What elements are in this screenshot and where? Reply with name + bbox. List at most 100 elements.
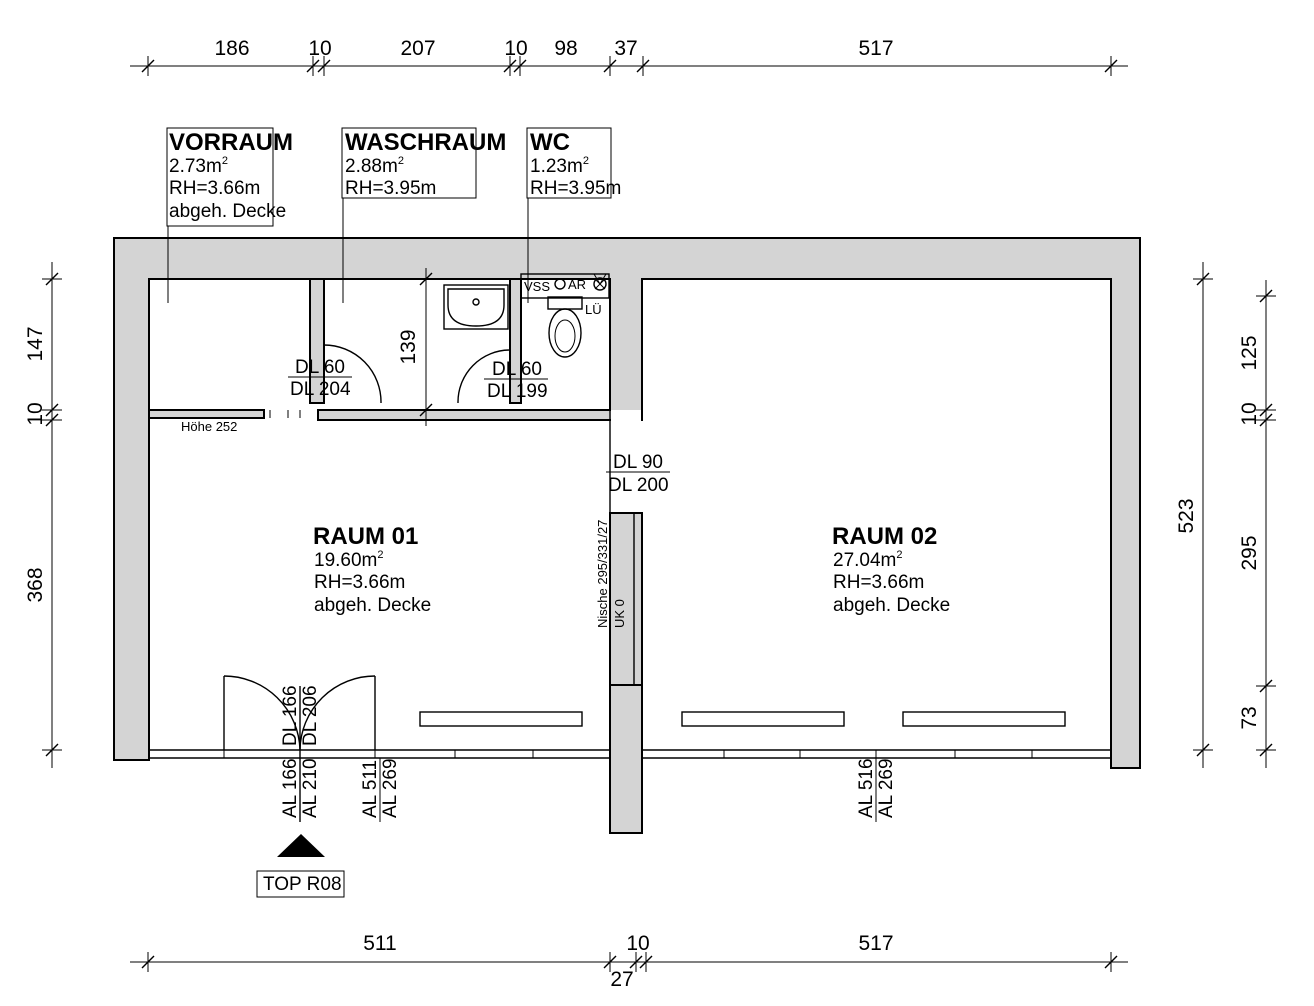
uk-text: UK 0 (612, 599, 627, 628)
dimension-waschraum: 139 (397, 268, 436, 426)
niche-label: Nische 295/331/27 UK 0 (595, 520, 627, 628)
window-height: AL 210 (300, 758, 321, 818)
area-sup: 2 (896, 549, 902, 561)
room-name: VORRAUM (169, 129, 293, 156)
dim-waschraum: 139 (397, 329, 420, 364)
door-label-vorraum: DL 60 DL 204 (288, 357, 352, 400)
washbasin-icon (443, 284, 509, 330)
area-sup: 2 (222, 155, 228, 167)
room-area: 27.04m (833, 550, 896, 571)
room-area: 2.73m (169, 156, 222, 177)
vss-label: VSS (524, 279, 550, 294)
svg-text:1.23m2: 1.23m2 (530, 155, 589, 177)
dimension-right-total: 523 (1175, 262, 1213, 768)
room-name: RAUM 01 (313, 523, 418, 550)
dim-top-5: 98 (554, 37, 577, 60)
ventilation-box: VSS AR LÜ (520, 273, 610, 317)
room-area: 2.88m (345, 156, 398, 177)
dimension-right: 125 10 295 73 (1238, 280, 1276, 768)
vorraum-wall (148, 409, 265, 419)
dim-top-6: 37 (614, 37, 637, 60)
room-note: abgeh. Decke (314, 595, 431, 616)
window-height: AL 269 (380, 758, 401, 818)
doorway-gap (611, 410, 641, 512)
dim-right-3: 295 (1238, 535, 1261, 570)
middle-wall-lower (609, 684, 643, 834)
room-height: RH=3.66m (833, 572, 924, 593)
toilet-icon (547, 296, 583, 358)
dim-left-3: 368 (24, 567, 47, 602)
dim-top-1: 186 (214, 37, 249, 60)
window-label-w1: AL 166 AL 210 (280, 758, 321, 818)
dim-top-4: 10 (504, 37, 527, 60)
room-note: abgeh. Decke (833, 595, 950, 616)
svg-text:27.04m2: 27.04m2 (833, 549, 903, 571)
entrance-door-swing (223, 675, 376, 822)
dimension-bottom: 511 10 517 27 (130, 932, 1128, 991)
room-label-raum01: RAUM 01 19.60m2 RH=3.66m abgeh. Decke (313, 523, 431, 616)
middle-wall-upper (609, 512, 643, 686)
door-height: DL 199 (487, 381, 548, 402)
waschraum-wc-wall (509, 278, 522, 404)
room-height: RH=3.66m (169, 178, 260, 199)
area-sup: 2 (377, 549, 383, 561)
window-label-w3: AL 516 AL 269 (856, 758, 897, 822)
door-width: DL 60 (492, 359, 542, 380)
door-height: DL 206 (300, 685, 321, 746)
dim-top-2: 10 (308, 37, 331, 60)
exterior-walls (113, 237, 1141, 769)
door-width: DL 166 (280, 685, 301, 746)
door-width: DL 90 (613, 452, 663, 473)
dim-right-4: 73 (1238, 706, 1261, 729)
top-label-box (256, 870, 345, 898)
room-label-vorraum: VORRAUM 2.73m2 RH=3.66m abgeh. Decke (166, 127, 293, 303)
room-height: RH=3.95m (530, 178, 621, 199)
room-name: WC (530, 129, 570, 156)
svg-text:19.60m2: 19.60m2 (314, 549, 384, 571)
dim-left-1: 147 (24, 326, 47, 361)
dim-right-2: 10 (1238, 402, 1261, 425)
entrance-arrow-icon (277, 834, 325, 857)
door-swing-vorraum (269, 344, 382, 418)
door-label-entrance: DL 166 DL 206 (280, 685, 321, 746)
dim-left-2: 10 (24, 402, 47, 425)
dim-bottom-2: 10 (626, 932, 649, 955)
door-height: DL 204 (290, 379, 351, 400)
room-area: 19.60m (314, 550, 377, 571)
dim-bottom-total: 27 (610, 968, 633, 991)
ar-label: AR (568, 277, 586, 292)
room-label-raum02: RAUM 02 27.04m2 RH=3.66m abgeh. Decke (832, 523, 950, 616)
dim-top-3: 207 (400, 37, 435, 60)
door-label-wc: DL 60 DL 199 (484, 359, 548, 402)
room-name: WASCHRAUM (345, 129, 506, 156)
door-height: DL 200 (608, 475, 669, 496)
room-area: 1.23m (530, 156, 583, 177)
dim-top-7: 517 (858, 37, 893, 60)
dim-bottom-3: 517 (858, 932, 893, 955)
window-label-w2: AL 511 AL 269 (360, 758, 401, 822)
dim-right-total: 523 (1175, 498, 1198, 533)
radiator (681, 711, 845, 727)
area-sup: 2 (583, 155, 589, 167)
room-name: RAUM 02 (832, 523, 937, 550)
dim-right-1: 125 (1238, 335, 1261, 370)
room-height: RH=3.95m (345, 178, 436, 199)
nische-text: Nische 295/331/27 (595, 520, 610, 628)
vorraum-waschraum-wall (309, 278, 325, 404)
dim-bottom-1: 511 (363, 932, 396, 955)
radiator (419, 711, 583, 727)
area-sup: 2 (398, 155, 404, 167)
top-label: TOP R08 (263, 874, 342, 895)
window-width: AL 516 (856, 758, 877, 818)
hoehe-label: Höhe 252 (181, 419, 237, 434)
room-label-waschraum: WASCHRAUM 2.88m2 RH=3.95m (341, 127, 506, 303)
room-height: RH=3.66m (314, 572, 405, 593)
window-width: AL 166 (280, 758, 301, 818)
door-width: DL 60 (295, 357, 345, 378)
room-note: abgeh. Decke (169, 201, 286, 222)
svg-text:2.88m2: 2.88m2 (345, 155, 404, 177)
lue-label: LÜ (585, 302, 602, 317)
room-label-wc: WC 1.23m2 RH=3.95m (526, 127, 621, 303)
window-width: AL 511 (360, 760, 381, 818)
